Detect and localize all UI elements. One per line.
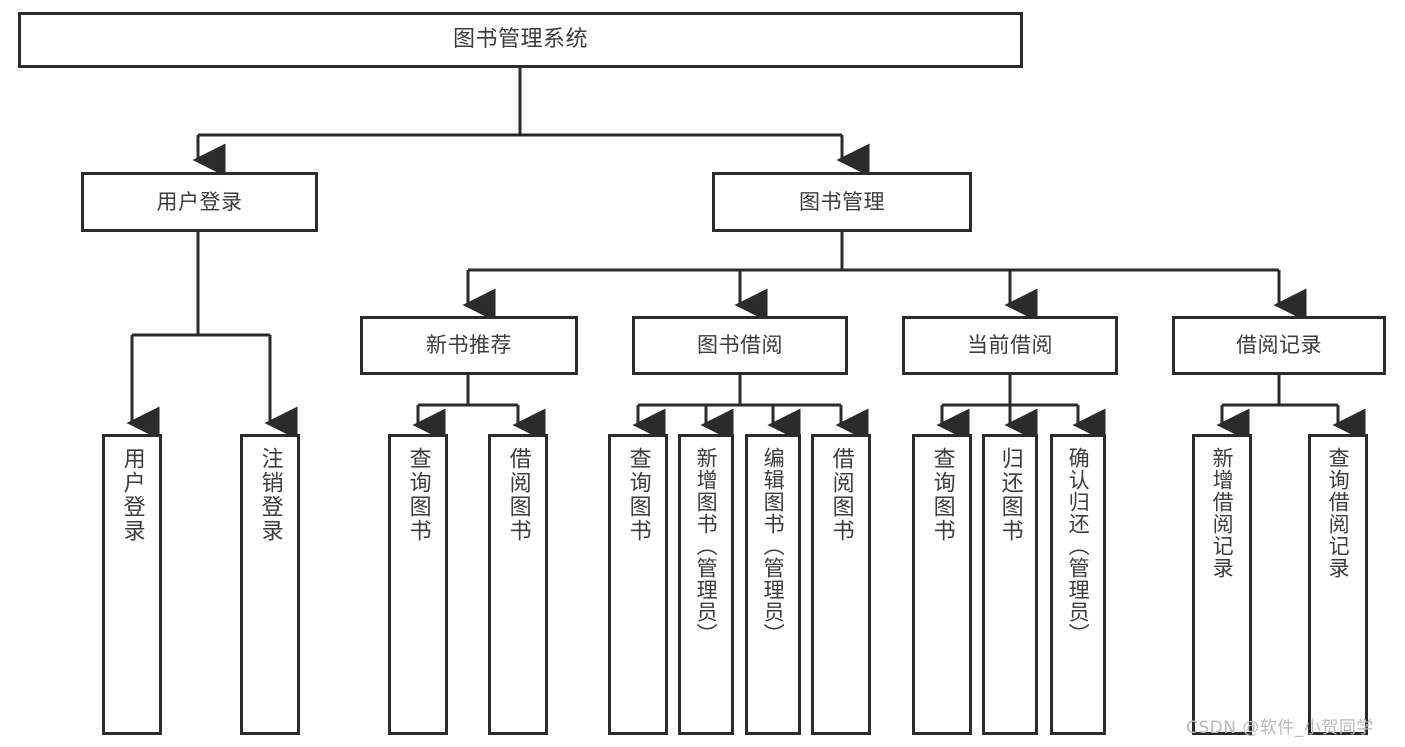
leaf-borrow-book-new[interactable]: 借阅图书 [488, 434, 548, 735]
leaf-add-borrow-record[interactable]: 新增借阅记录 [1192, 434, 1252, 735]
leaf-user-login[interactable]: 用户登录 [102, 434, 162, 735]
leaf-query-book-current[interactable]: 查询图书 [912, 434, 972, 735]
node-label: 查询图书 [625, 447, 651, 543]
node-label: 图书借阅 [697, 333, 783, 358]
leaf-add-book-admin[interactable]: 新增图书（管理员） [678, 434, 734, 735]
node-label: 新增图书（管理员） [694, 447, 719, 645]
leaf-query-book-new[interactable]: 查询图书 [388, 434, 448, 735]
leaf-borrow-book[interactable]: 借阅图书 [811, 434, 871, 735]
node-label: 新增借阅记录 [1210, 447, 1235, 579]
node-label: 注销登录 [257, 447, 283, 543]
node-new-book-recommend[interactable]: 新书推荐 [360, 316, 578, 375]
node-label: 确认归还（管理员） [1066, 447, 1091, 645]
node-label: 编辑图书（管理员） [761, 447, 786, 645]
node-label: 借阅图书 [505, 447, 531, 543]
leaf-query-borrow-record[interactable]: 查询借阅记录 [1308, 434, 1368, 735]
node-label: 图书管理系统 [452, 27, 588, 53]
node-user-login[interactable]: 用户登录 [81, 172, 318, 232]
node-label: 新书推荐 [426, 333, 512, 358]
node-label: 查询图书 [929, 447, 955, 543]
node-label: 当前借阅 [967, 333, 1053, 358]
node-label: 借阅记录 [1236, 333, 1322, 358]
leaf-edit-book-admin[interactable]: 编辑图书（管理员） [745, 434, 801, 735]
node-label: 用户登录 [119, 447, 145, 543]
node-book-management[interactable]: 图书管理 [712, 172, 972, 232]
watermark-text: CSDN @软件_小贺同学 [1186, 718, 1374, 738]
node-root-system[interactable]: 图书管理系统 [18, 12, 1023, 68]
node-current-borrow[interactable]: 当前借阅 [902, 316, 1118, 375]
node-label: 图书管理 [799, 189, 885, 214]
node-label: 查询借阅记录 [1326, 447, 1351, 579]
node-label: 归还图书 [997, 447, 1023, 543]
node-label: 借阅图书 [828, 447, 854, 543]
node-label: 查询图书 [405, 447, 431, 543]
leaf-return-book[interactable]: 归还图书 [982, 434, 1038, 735]
node-label: 用户登录 [156, 189, 243, 214]
leaf-logout[interactable]: 注销登录 [240, 434, 300, 735]
leaf-query-book[interactable]: 查询图书 [608, 434, 668, 735]
node-book-borrow[interactable]: 图书借阅 [632, 316, 848, 375]
leaf-confirm-return-admin[interactable]: 确认归还（管理员） [1050, 434, 1106, 735]
node-borrow-record[interactable]: 借阅记录 [1172, 316, 1386, 375]
